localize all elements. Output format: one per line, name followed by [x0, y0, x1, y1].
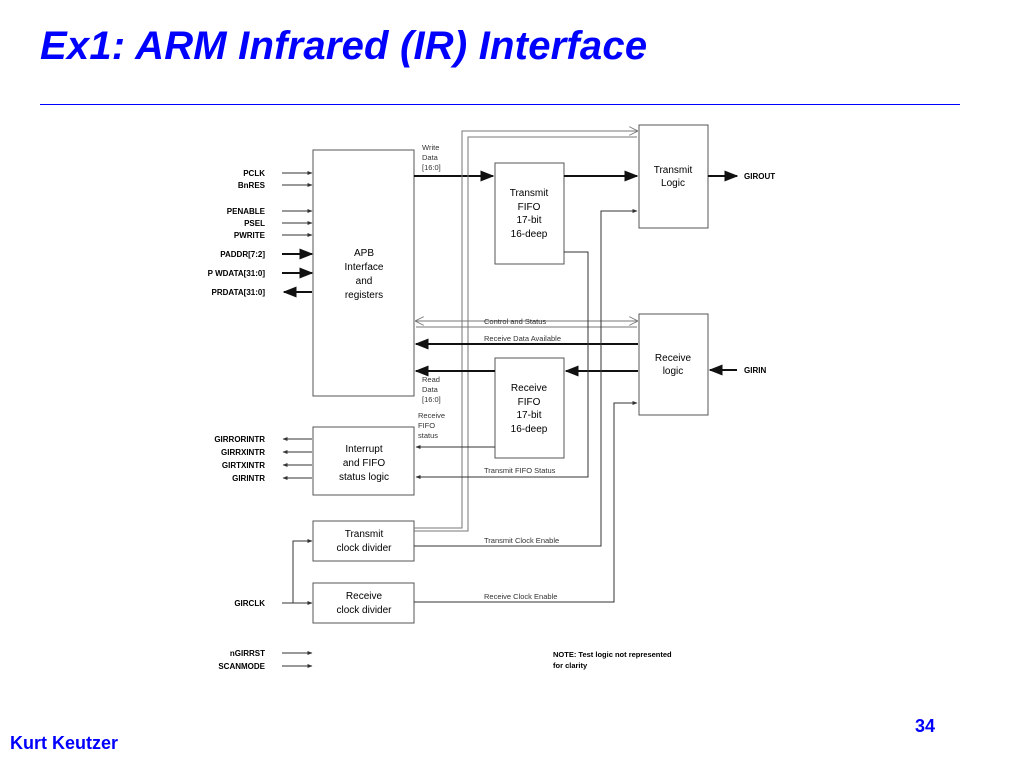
girout-signal: GIROUT	[708, 170, 775, 182]
svg-text:Transmit FIFO Status: Transmit FIFO Status	[484, 466, 556, 475]
svg-text:clock divider: clock divider	[336, 605, 392, 616]
svg-text:17-bit: 17-bit	[516, 215, 541, 226]
svg-text:P WDATA[31:0]: P WDATA[31:0]	[208, 269, 266, 278]
svg-text:Receive Data Available: Receive Data Available	[484, 334, 561, 343]
clock-input-signal: GIRCLK	[234, 539, 313, 608]
receive-logic-block: Receive logic	[638, 313, 709, 416]
svg-text:and: and	[356, 276, 373, 287]
svg-text:Transmit: Transmit	[654, 165, 693, 176]
svg-text:Receive: Receive	[346, 591, 383, 602]
svg-text:Receive: Receive	[511, 383, 548, 394]
interrupt-status-block: Interrupt and FIFO status logic	[312, 426, 415, 496]
svg-text:nGIRRST: nGIRRST	[230, 649, 265, 658]
transmit-clock-divider-block: Transmit clock divider	[312, 520, 415, 562]
svg-text:GIRCLK: GIRCLK	[234, 599, 265, 608]
svg-text:GIROUT: GIROUT	[744, 172, 775, 181]
svg-text:[16:0]: [16:0]	[422, 163, 441, 172]
girin-signal: GIRIN	[708, 364, 766, 376]
svg-text:registers: registers	[345, 290, 383, 301]
svg-text:PENABLE: PENABLE	[227, 207, 266, 216]
svg-text:Interrupt: Interrupt	[345, 444, 382, 455]
svg-text:Logic: Logic	[661, 178, 685, 189]
page-number: 34	[915, 716, 936, 736]
svg-text:[16:0]: [16:0]	[422, 395, 441, 404]
title-divider	[40, 104, 960, 105]
interrupt-output-signals: GIRRORINTR GIRRXINTR GIRTXINTR GIRINTR	[214, 435, 312, 483]
svg-text:PSEL: PSEL	[244, 219, 265, 228]
svg-text:and FIFO: and FIFO	[343, 458, 385, 469]
svg-text:PCLK: PCLK	[243, 169, 265, 178]
svg-text:GIRIN: GIRIN	[744, 366, 766, 375]
write-data-path: Write Data [16:0]	[414, 143, 639, 182]
svg-text:status: status	[418, 431, 438, 440]
svg-text:Receive: Receive	[655, 353, 692, 364]
svg-text:Transmit: Transmit	[510, 188, 549, 199]
svg-text:GIRTXINTR: GIRTXINTR	[222, 461, 265, 470]
svg-text:17-bit: 17-bit	[516, 410, 541, 421]
transmit-logic-block: Transmit Logic	[638, 124, 709, 229]
svg-text:Transmit: Transmit	[345, 529, 384, 540]
receive-fifo-block: Receive FIFO 17-bit 16-deep	[494, 357, 565, 459]
svg-text:GIRINTR: GIRINTR	[232, 474, 265, 483]
svg-text:logic: logic	[663, 366, 684, 377]
svg-text:16-deep: 16-deep	[511, 424, 548, 435]
svg-text:Control and Status: Control and Status	[484, 317, 546, 326]
svg-text:Read: Read	[422, 375, 440, 384]
test-signals: nGIRRST SCANMODE	[218, 649, 313, 671]
read-data-path: Read Data [16:0]	[414, 365, 638, 404]
transmit-fifo-block: Transmit FIFO 17-bit 16-deep	[494, 162, 565, 265]
svg-text:Interface: Interface	[345, 262, 384, 273]
receive-data-available-path: Receive Data Available	[414, 334, 638, 350]
svg-text:NOTE: Test logic not represent: NOTE: Test logic not represented	[553, 650, 672, 659]
apb-input-signals: PCLK BnRES PENABLE PSEL PWRITE PADDR[7:2…	[208, 169, 314, 298]
svg-text:for clarity: for clarity	[553, 661, 588, 670]
svg-text:BnRES: BnRES	[238, 181, 266, 190]
svg-text:PADDR[7:2]: PADDR[7:2]	[220, 250, 265, 259]
svg-text:status logic: status logic	[339, 472, 389, 483]
receive-clock-divider-block: Receive clock divider	[312, 582, 415, 624]
svg-text:Receive Clock Enable: Receive Clock Enable	[484, 592, 557, 601]
svg-text:Data: Data	[422, 153, 439, 162]
transmit-fifo-status-path: Transmit FIFO Status	[415, 251, 589, 479]
svg-text:Data: Data	[422, 385, 439, 394]
diagram-note: NOTE: Test logic not represented for cla…	[553, 650, 672, 670]
svg-text:GIRRXINTR: GIRRXINTR	[221, 448, 265, 457]
svg-text:FIFO: FIFO	[518, 202, 541, 213]
svg-text:FIFO: FIFO	[418, 421, 435, 430]
slide-title: Ex1: ARM Infrared (IR) Interface	[40, 24, 648, 68]
svg-text:Transmit Clock Enable: Transmit Clock Enable	[484, 536, 559, 545]
apb-interface-block: APB Interface and registers	[312, 149, 415, 397]
transmit-clock-enable-path: Transmit Clock Enable	[414, 209, 638, 547]
receive-fifo-status-path: Receive FIFO status	[415, 411, 495, 449]
receive-clock-enable-path: Receive Clock Enable	[414, 401, 638, 603]
control-buses: Control and Status	[414, 131, 637, 532]
svg-text:clock divider: clock divider	[336, 543, 392, 554]
svg-text:APB: APB	[354, 248, 374, 259]
svg-text:Receive: Receive	[418, 411, 445, 420]
svg-text:Write: Write	[422, 143, 439, 152]
svg-text:FIFO: FIFO	[518, 397, 541, 408]
svg-text:GIRRORINTR: GIRRORINTR	[214, 435, 265, 444]
footer-author: Kurt Keutzer	[10, 733, 119, 753]
svg-text:16-deep: 16-deep	[511, 229, 548, 240]
svg-text:PRDATA[31:0]: PRDATA[31:0]	[212, 288, 266, 297]
svg-text:PWRITE: PWRITE	[234, 231, 266, 240]
svg-text:SCANMODE: SCANMODE	[218, 662, 265, 671]
